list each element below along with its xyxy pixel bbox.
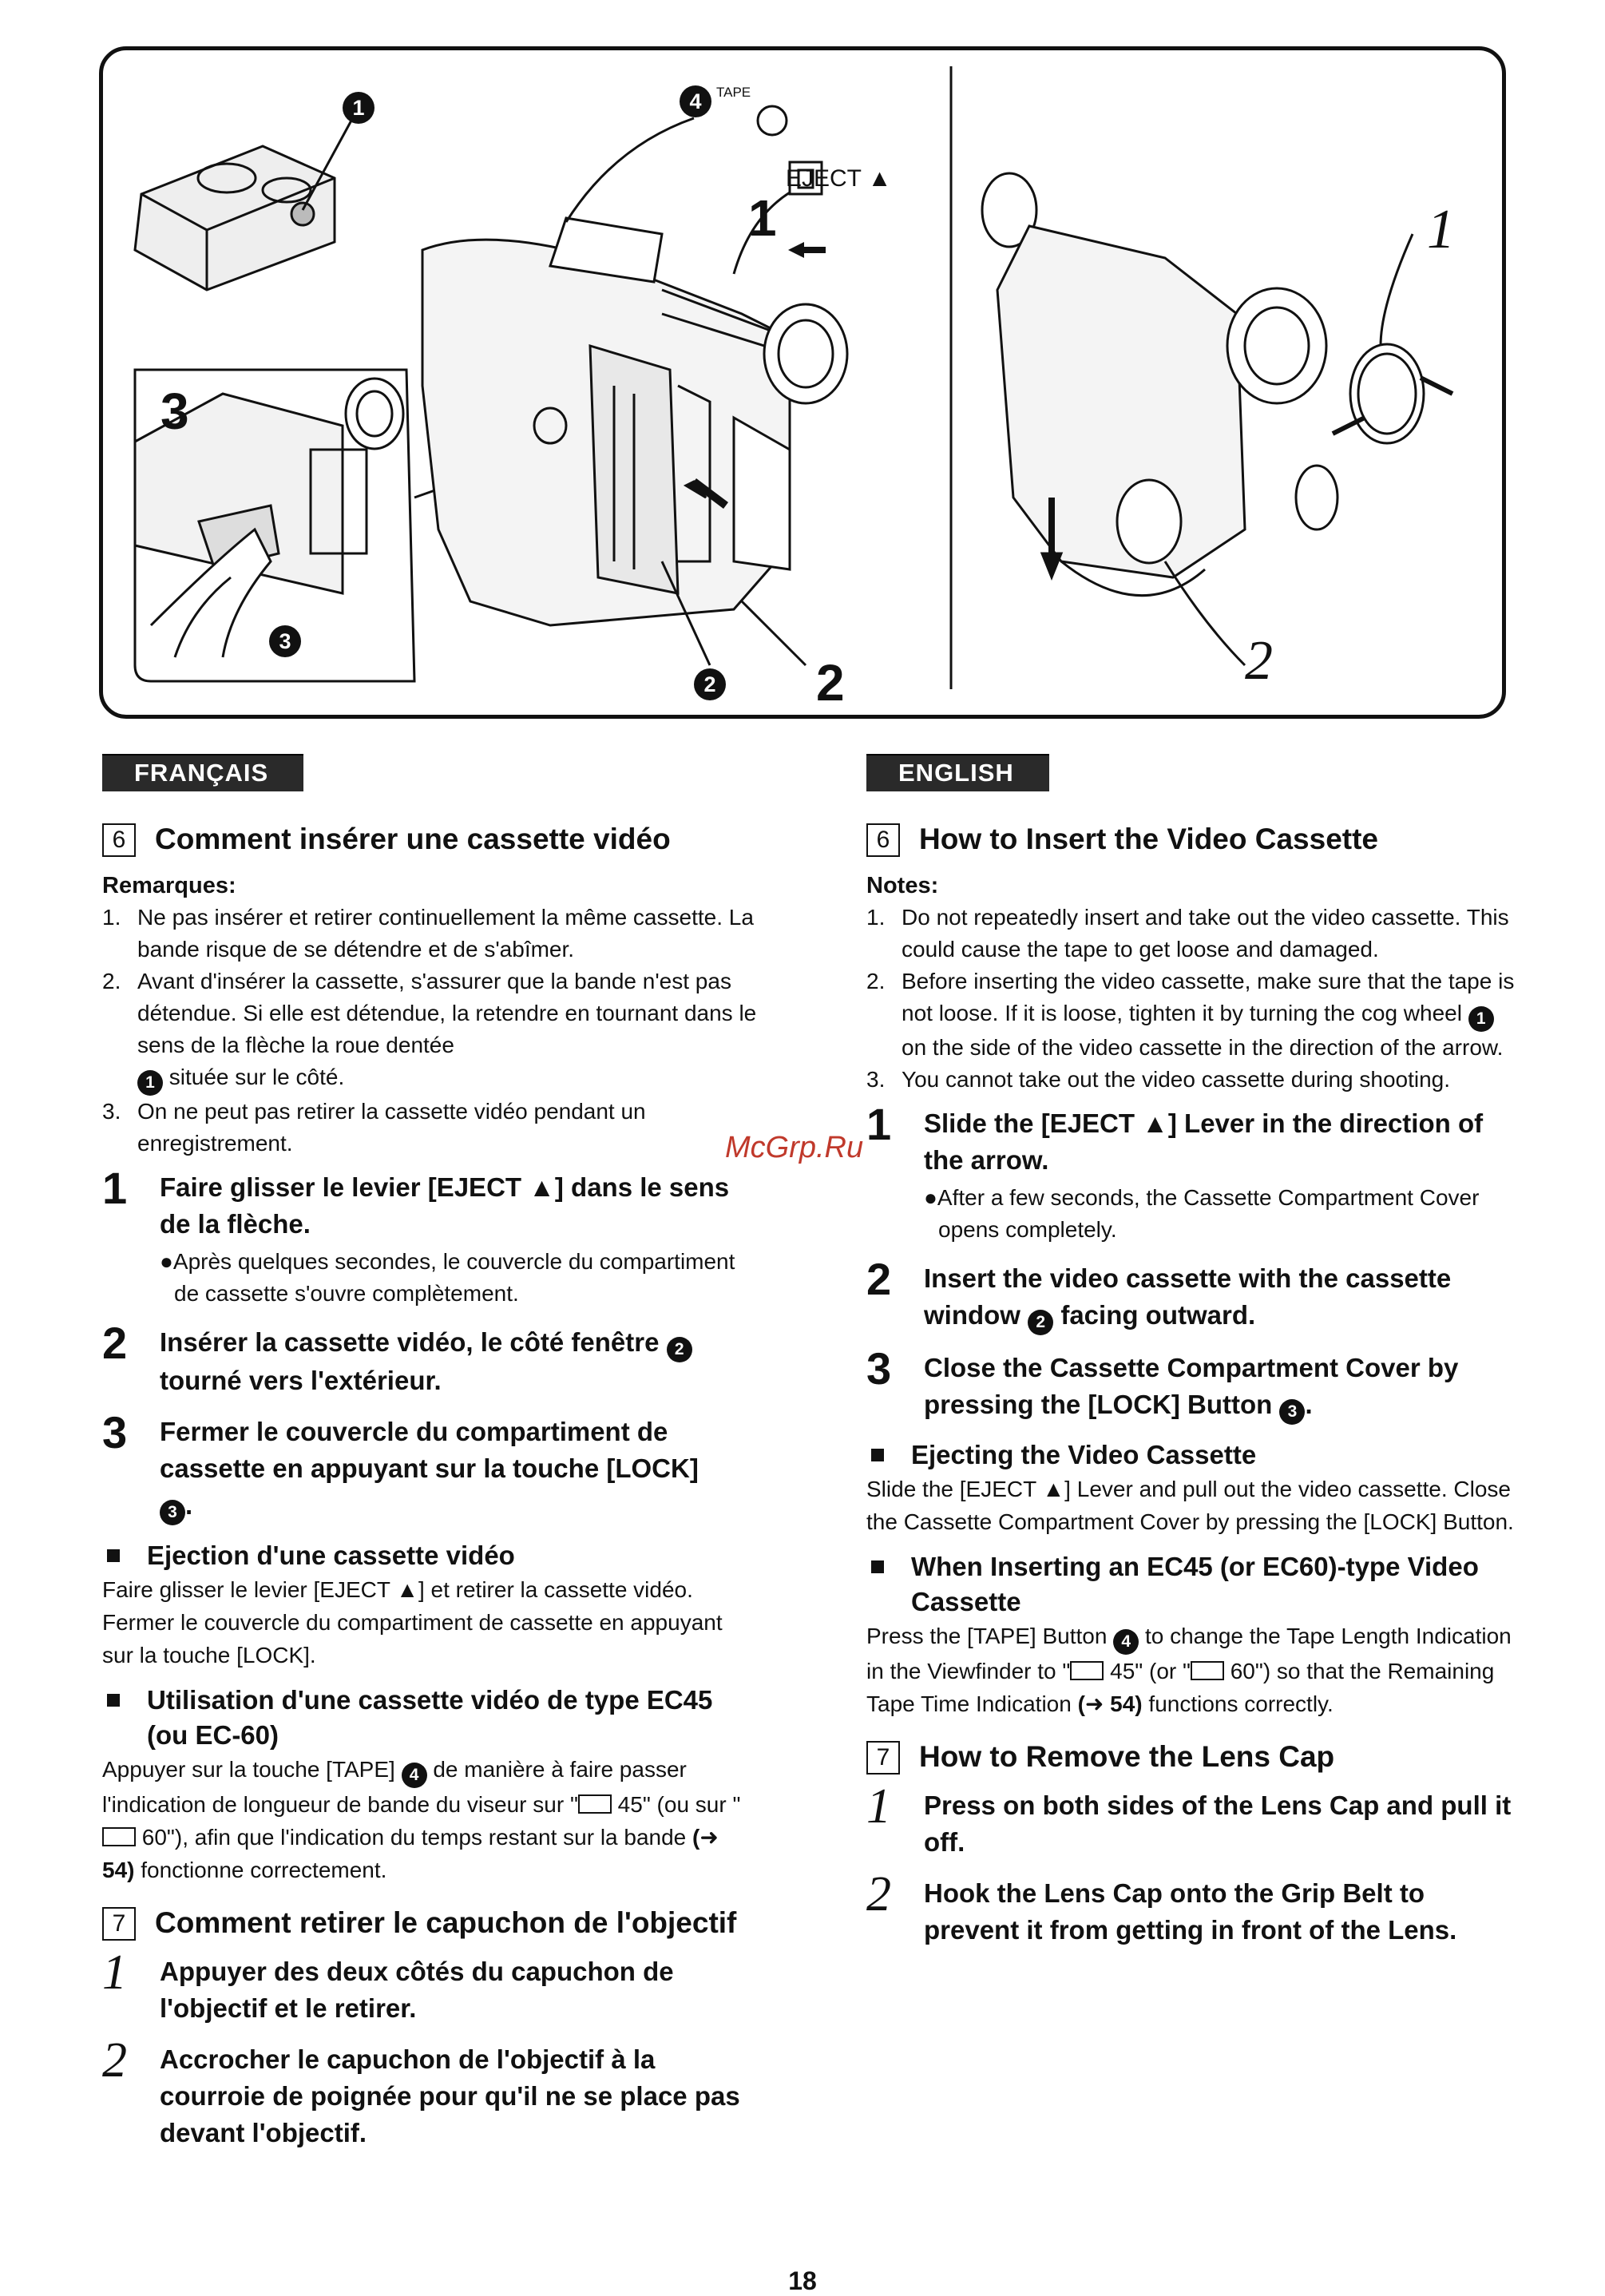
figure-italic-1: 1 [1427,199,1455,260]
tape-label: TAPE [716,85,751,100]
figure-step-3: 3 [160,383,189,440]
note-1-fr: 1.Ne pas insérer et retirer continuellem… [102,905,754,962]
callout-4: 4 [680,85,711,117]
tape-icon [1190,1661,1224,1680]
figure-step-2: 2 [816,654,845,712]
figure-step-1: 1 [748,189,777,247]
lang-badge-english: ENGLISH [866,754,1049,791]
note-3-en: 3.You cannot take out the video cassette… [866,1067,1451,1092]
eject-label: EJECT ▲ [786,165,892,192]
ec45-heading-en: When Inserting an EC45 (or EC60)-type Vi… [866,1549,1521,1620]
callout-2: 2 [694,668,726,700]
ec45-heading-fr: Utilisation d'une cassette vidéo de type… [102,1683,757,1753]
inset-camcorder-drawing [133,377,405,658]
eject-text-fr: Faire glisser le levier [EJECT ▲] et ret… [102,1577,723,1667]
camcorder-illustration [133,66,1454,689]
page-number: 18 [788,2266,817,2295]
eject-heading-fr: Ejection d'une cassette vidéo [102,1538,757,1573]
callout-icon-1: 1 [137,1070,163,1096]
step-1-sub-en: ●After a few seconds, the Cassette Compa… [924,1185,1480,1242]
callout-icon-2: 2 [666,1337,692,1362]
step-1-sub-fr: ●Après quelques secondes, le couvercle d… [160,1249,735,1306]
note-2-en: 2.Before inserting the video cassette, m… [866,969,1515,1060]
lang-badge-french: FRANÇAIS [102,754,304,791]
note-2-fr: 2.Avant d'insérer la cassette, s'assurer… [102,966,757,1096]
callout-1: 1 [343,92,374,124]
ec45-text-fr: Appuyer sur la touche [TAPE] 4 de manièr… [102,1757,741,1882]
french-column: FRANÇAIS 6 Comment insérer une cassette … [102,754,757,2151]
figure-italic-2: 2 [1245,630,1273,692]
illustration-frame: TAPE EJECT ▲ 1 2 3 1 2 1 2 3 4 [99,46,1506,719]
section-6-title-fr: 6 Comment insérer une cassette vidéo [102,820,757,859]
callout-icon-3: 3 [1279,1399,1306,1425]
notes-heading-fr: Remarques: [102,873,236,898]
tape-icon [102,1827,136,1846]
note-1-en: 1.Do not repeatedly insert and take out … [866,905,1509,962]
callout-icon-4: 4 [401,1763,427,1788]
note-3-fr: 3.On ne peut pas retirer la cassette vid… [102,1099,646,1156]
ec45-text-en: Press the [TAPE] Button 4 to change the … [866,1624,1512,1716]
tape-icon [1070,1661,1104,1680]
callout-icon-1: 1 [1468,1006,1494,1032]
notes-heading-en: Notes: [866,873,939,898]
callout-3: 3 [269,625,301,657]
eject-heading-en: Ejecting the Video Cassette [866,1437,1521,1473]
tape-icon [577,1794,612,1814]
callout-icon-3: 3 [160,1500,185,1525]
right-camcorder-drawing [981,172,1454,597]
watermark: McGrp.Ru [725,1131,864,1164]
main-camcorder-drawing [421,216,849,627]
cassette-drawing [133,145,336,291]
section-number: 6 [102,823,136,857]
eject-text-en: Slide the [EJECT ▲] Lever and pull out t… [866,1477,1514,1534]
callout-icon-4: 4 [1113,1629,1139,1655]
callout-icon-2: 2 [1028,1310,1054,1335]
